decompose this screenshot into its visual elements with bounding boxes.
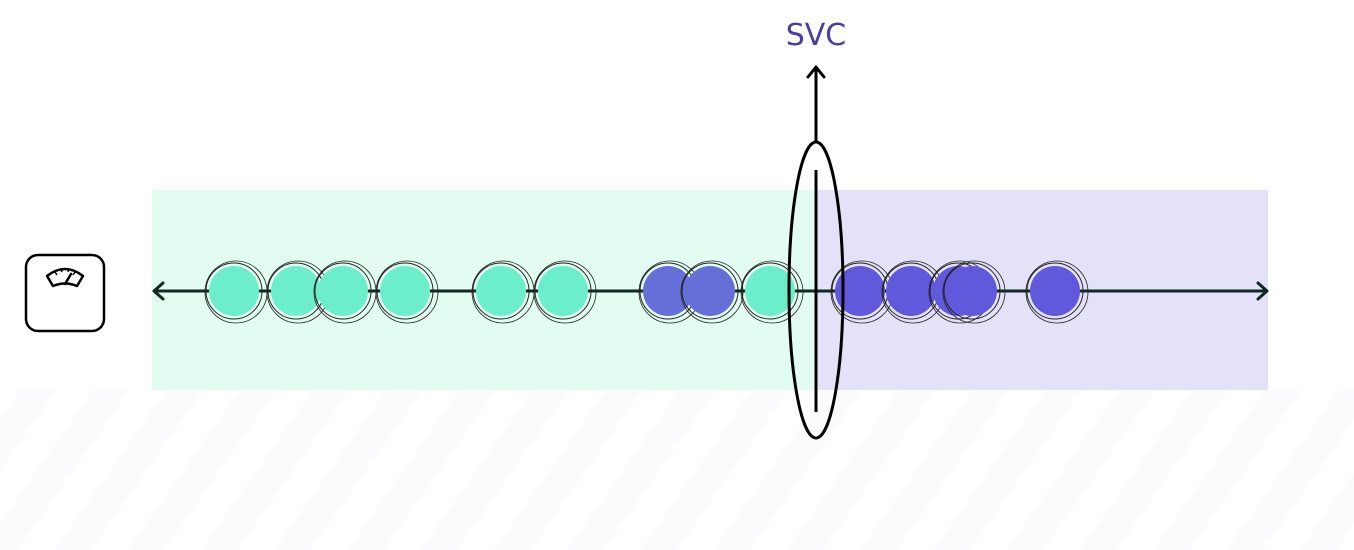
point-outer-ring <box>740 260 804 324</box>
svc-decision-boundary <box>787 65 845 440</box>
point-outer-ring <box>741 262 799 320</box>
boundary-arrowhead <box>806 65 826 79</box>
point-fill <box>476 266 526 316</box>
data-point-green <box>375 260 439 324</box>
point-fill <box>271 266 321 316</box>
svc-label: SVC <box>786 18 847 53</box>
data-point-purple <box>881 260 945 324</box>
point-fill <box>685 266 735 316</box>
data-point-purple <box>942 260 1006 324</box>
data-point-purple <box>1025 260 1089 324</box>
point-fill <box>643 266 693 316</box>
point-fill <box>209 266 259 316</box>
point-outer-ring <box>943 262 1001 320</box>
point-fill <box>886 266 936 316</box>
data-point-green <box>533 260 597 324</box>
point-outer-ring <box>534 262 592 320</box>
point-fill <box>947 266 997 316</box>
point-outer-ring <box>1026 262 1084 320</box>
data-point-green <box>471 260 535 324</box>
point-outer-ring <box>205 262 263 320</box>
boundary-highlight-ellipse <box>787 140 845 440</box>
axis-right-arrowhead <box>1256 281 1269 301</box>
point-outer-ring <box>942 260 1006 324</box>
data-point-green <box>740 260 804 324</box>
point-outer-ring <box>681 262 739 320</box>
point-fill <box>538 266 588 316</box>
data-points <box>204 260 1089 324</box>
point-fill <box>1030 266 1080 316</box>
data-point-purple <box>830 260 894 324</box>
point-outer-ring <box>375 260 439 324</box>
point-outer-ring <box>1025 260 1089 324</box>
point-fill <box>318 266 368 316</box>
point-outer-ring <box>376 262 434 320</box>
background-texture <box>0 390 1354 550</box>
data-point-green <box>313 260 377 324</box>
data-point-green <box>204 260 268 324</box>
point-fill <box>380 266 430 316</box>
point-outer-ring <box>680 260 744 324</box>
point-outer-ring <box>314 262 372 320</box>
weighing-scale-icon <box>24 253 106 333</box>
axis-left-arrowhead <box>152 281 165 301</box>
point-fill <box>745 266 795 316</box>
data-point-purple <box>680 260 744 324</box>
point-fill <box>835 266 885 316</box>
point-outer-ring <box>472 262 530 320</box>
point-outer-ring <box>533 260 597 324</box>
